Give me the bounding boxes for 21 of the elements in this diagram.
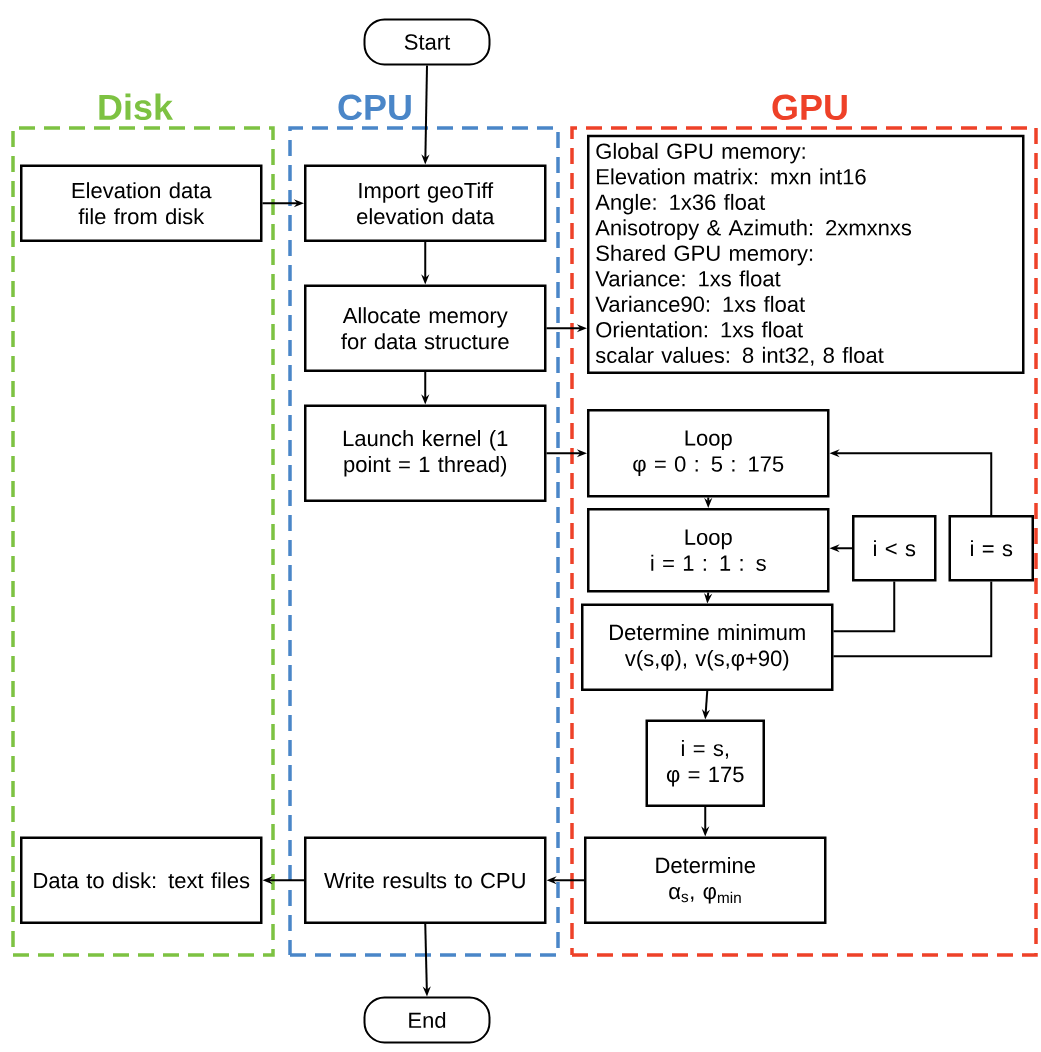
process-box: i = s, φ = 175 <box>645 719 765 807</box>
process-box: i < s <box>852 515 937 582</box>
process-box: Elevation data file from disk <box>20 164 263 242</box>
connector-line <box>832 580 993 658</box>
node-label: GPU <box>772 94 847 121</box>
process-box: Launch kernel (1 point = 1 thread) <box>304 404 547 502</box>
node-label: CPU <box>338 94 411 121</box>
memory-box: Global GPU memory: Elevation matrix: mxn int16 Angle: 1x36 float Anisotropy & Azimuth: 2xmxnxs Shared GPU memory: Variance: 1xs float Variance90: 1xs float Orientation: 1xs float scalar values: 8 int32, 8 float <box>587 134 1025 374</box>
process-box: Loop φ = 0 : 5 : 175 <box>587 409 830 498</box>
terminal-box: Start <box>363 18 491 66</box>
process-box: Determine minimum v(s,φ), v(s,φ+90) <box>581 603 834 691</box>
process-box: Loop i = 1 : 1 : s <box>587 508 830 593</box>
process-box: Determine α$_{s}$, φ$_{min}$ <box>584 836 827 924</box>
process-box: Import geoTiff elevation data <box>304 164 547 242</box>
process-box: Allocate memory for data structure <box>304 284 547 372</box>
node-label: Disk <box>99 93 174 121</box>
process-box: Data to disk: text files <box>20 836 263 924</box>
process-box: Write results to CPU <box>304 836 547 924</box>
process-box: i = s <box>948 515 1034 582</box>
terminal-box: End <box>363 996 491 1044</box>
connector-line <box>832 580 896 633</box>
